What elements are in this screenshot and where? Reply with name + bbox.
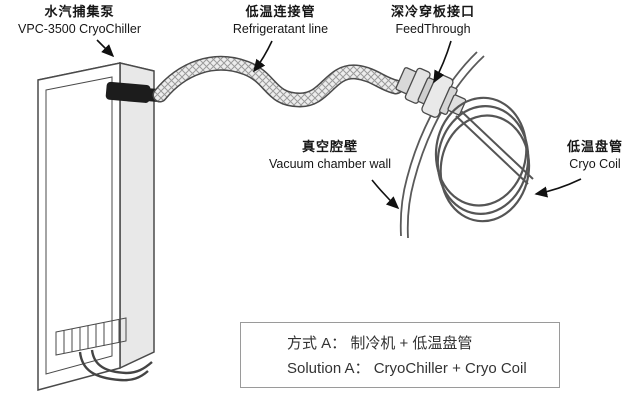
arrow-to-chamber-wall — [371, 179, 400, 210]
label-feedthrough: 深冷穿板接口 FeedThrough — [368, 4, 498, 37]
label-cryo-coil: 低温盘管 Cryo Coil — [553, 139, 635, 172]
label-refrigerant-line-en: Refrigeratant line — [232, 21, 329, 36]
label-cryochiller: 水汽捕集泵 VPC-3500 CryoChiller — [12, 4, 147, 37]
cryo-coil-drawing — [434, 96, 531, 223]
coil-feed-tubes-drawing — [455, 110, 534, 185]
power-cables-drawing — [78, 349, 153, 382]
label-feedthrough-en: FeedThrough — [395, 21, 471, 36]
vacuum-chamber-wall-drawing — [399, 51, 485, 239]
solution-box: 方式 A： 制冷机 + 低温盘管 Solution A： CryoChiller… — [240, 322, 560, 388]
label-refrigerant-line: 低温连接管 Refrigeratant line — [213, 4, 348, 37]
annotation-arrows — [96, 39, 582, 210]
arrow-to-cryochiller — [96, 39, 115, 58]
label-cryochiller-zh: 水汽捕集泵 — [44, 4, 115, 19]
arrow-to-cryo-coil — [534, 178, 582, 198]
cryochiller-unit-drawing — [37, 62, 155, 391]
arrow-to-refrigerant-line — [253, 40, 273, 73]
feedthrough-drawing — [395, 67, 467, 118]
label-feedthrough-zh: 深冷穿板接口 — [390, 4, 475, 19]
refrigerant-hose-drawing — [152, 55, 404, 108]
label-cryo-coil-en: Cryo Coil — [569, 156, 621, 171]
label-cryo-coil-zh: 低温盘管 — [566, 139, 623, 154]
label-cryochiller-en: VPC-3500 CryoChiller — [18, 21, 141, 36]
label-vacuum-chamber-wall: 真空腔壁 Vacuum chamber wall — [250, 139, 410, 172]
solution-line-zh: 方式 A： 制冷机 + 低温盘管 — [287, 335, 473, 352]
arrow-to-feedthrough — [433, 40, 452, 84]
label-vacuum-chamber-wall-zh: 真空腔壁 — [301, 139, 358, 154]
label-vacuum-chamber-wall-en: Vacuum chamber wall — [268, 156, 392, 171]
label-refrigerant-line-zh: 低温连接管 — [245, 4, 316, 19]
solution-line-en: Solution A： CryoChiller + Cryo Coil — [287, 360, 527, 377]
